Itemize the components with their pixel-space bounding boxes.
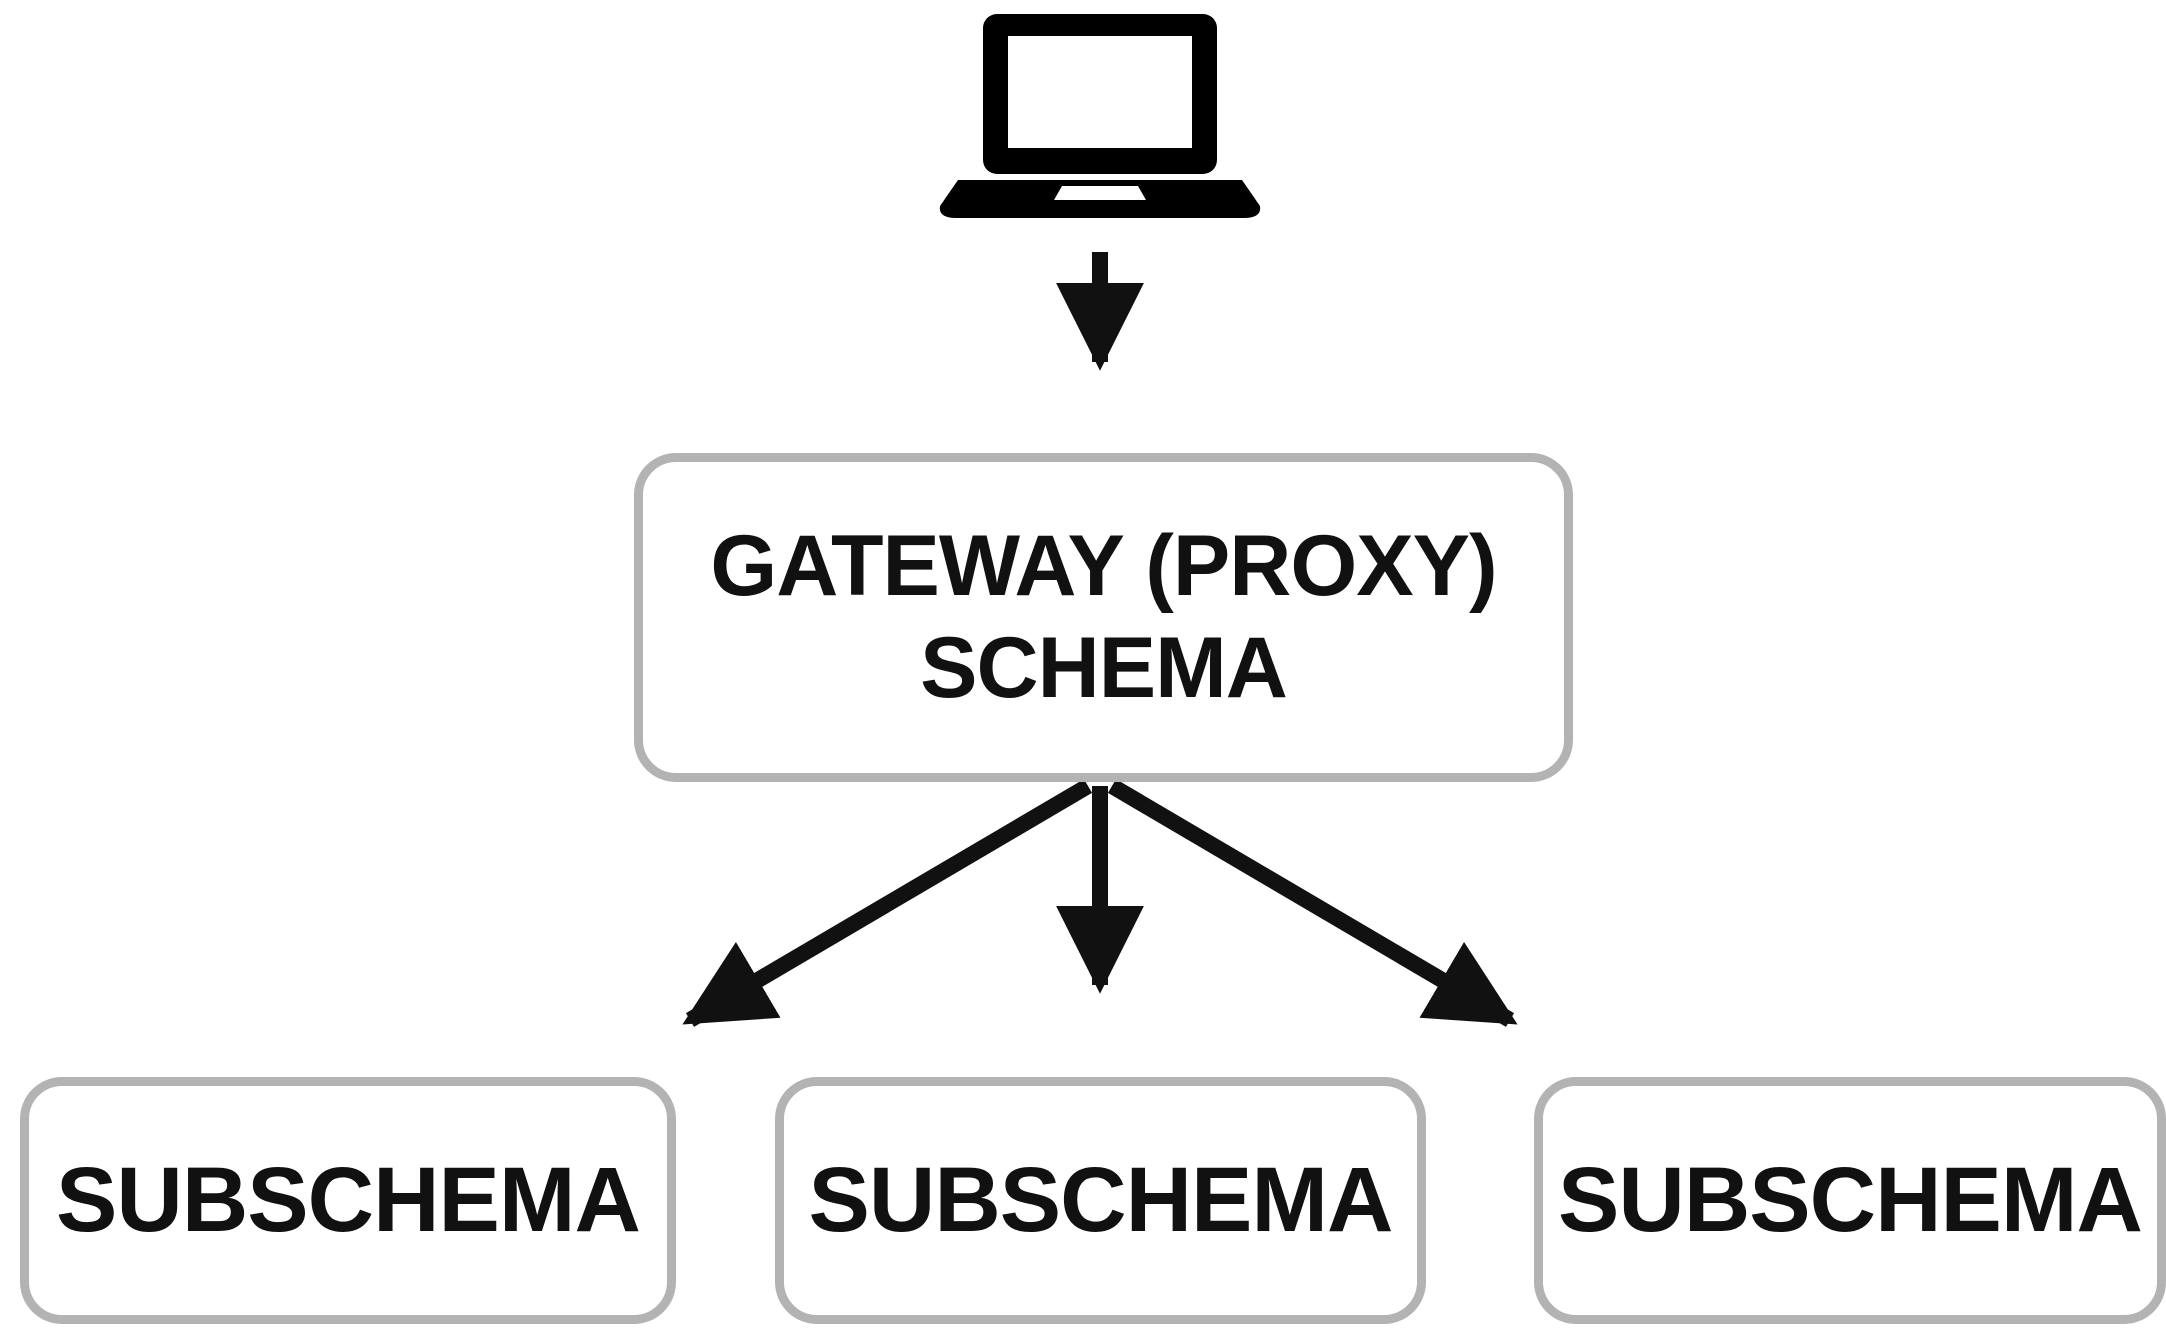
gateway-schema-node: GATEWAY (PROXY) SCHEMA — [634, 453, 1573, 782]
subschema-label-3: SUBSCHEMA — [1558, 1149, 2143, 1252]
subschema-label-2: SUBSCHEMA — [808, 1149, 1394, 1252]
laptop-icon — [939, 14, 1261, 218]
arrow-gateway-to-subschema-1 — [682, 779, 1093, 1027]
subschema-node-2: SUBSCHEMA — [775, 1077, 1426, 1324]
subschema-label-1: SUBSCHEMA — [56, 1149, 641, 1252]
arrow-gateway-to-subschema-3 — [1107, 779, 1518, 1027]
subschema-node-1: SUBSCHEMA — [20, 1077, 676, 1324]
gateway-label-line2: SCHEMA — [920, 619, 1288, 716]
gateway-label-line1: GATEWAY (PROXY) — [710, 518, 1497, 615]
subschema-node-3: SUBSCHEMA — [1534, 1077, 2166, 1324]
